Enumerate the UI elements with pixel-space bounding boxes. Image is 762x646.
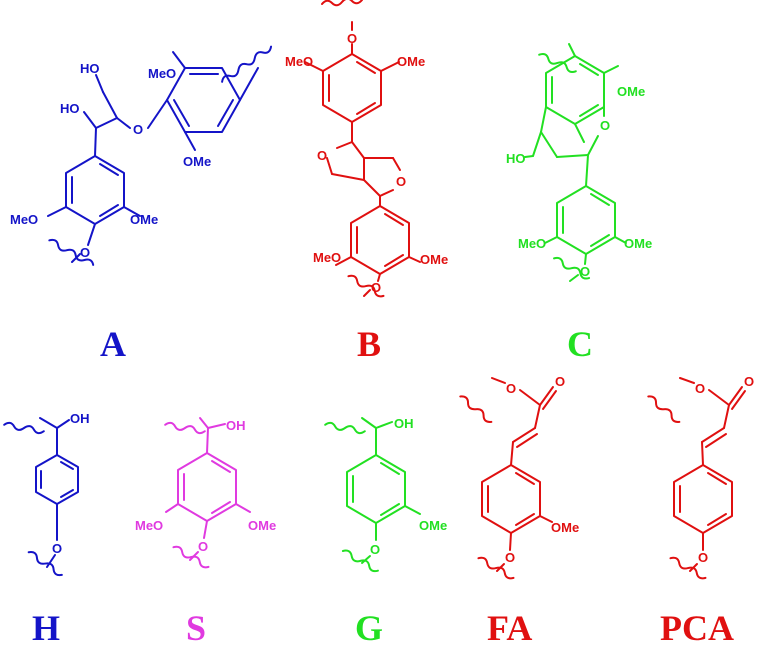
structure-pca xyxy=(647,377,746,580)
structure-b-ring-lower xyxy=(350,205,410,275)
structure-c xyxy=(524,43,627,282)
structure-fa-atoms: O O OMe O xyxy=(505,374,579,565)
atom-ome: OMe xyxy=(420,252,448,267)
structure-c-ring-lower xyxy=(556,185,616,255)
atom-o: O xyxy=(600,118,610,133)
atom-oh: OH xyxy=(394,416,414,431)
structure-fa xyxy=(459,377,557,580)
label-pca: PCA xyxy=(660,608,734,646)
atom-o: O xyxy=(198,539,208,554)
atom-ho: HO xyxy=(60,101,80,116)
atom-o: O xyxy=(133,122,143,137)
atom-o: O xyxy=(370,542,380,557)
label-a: A xyxy=(100,324,126,364)
atom-ome: OMe xyxy=(130,212,158,227)
label-g: G xyxy=(355,608,383,646)
atom-o: O xyxy=(555,374,565,389)
atom-meo: MeO xyxy=(135,518,163,533)
structure-b-ring-upper xyxy=(322,53,382,123)
structure-h-atoms: OH O xyxy=(52,411,90,556)
atom-oh: OH xyxy=(226,418,246,433)
structure-a-ring-lower xyxy=(65,155,125,225)
atom-ome: OMe xyxy=(419,518,447,533)
atom-meo: MeO xyxy=(148,66,176,81)
structure-g-ring xyxy=(346,454,406,524)
atom-ome: OMe xyxy=(248,518,276,533)
atom-o: O xyxy=(506,381,516,396)
structure-pca-ring xyxy=(673,464,733,534)
atom-o: O xyxy=(52,541,62,556)
atom-meo: MeO xyxy=(10,212,38,227)
atom-o: O xyxy=(371,280,381,295)
structure-b xyxy=(304,0,421,298)
atom-ho: HO xyxy=(506,151,526,166)
structure-c-atoms: OMe O HO MeO OMe O xyxy=(506,84,652,279)
structure-h-ring xyxy=(35,454,79,505)
atom-meo: MeO xyxy=(518,236,546,251)
structure-s xyxy=(164,417,251,569)
structure-a-ring-upper xyxy=(166,67,241,133)
atom-ome: OMe xyxy=(397,54,425,69)
atom-o: O xyxy=(580,264,590,279)
label-c: C xyxy=(567,324,593,364)
label-b: B xyxy=(357,324,381,364)
structure-g-atoms: OH OMe O xyxy=(370,416,447,557)
label-h: H xyxy=(32,608,60,646)
atom-ome: OMe xyxy=(624,236,652,251)
atom-o: O xyxy=(317,148,327,163)
atom-oh: OH xyxy=(70,411,90,426)
atom-o: O xyxy=(396,174,406,189)
atom-meo: MeO xyxy=(313,250,341,265)
atom-o: O xyxy=(744,374,754,389)
atom-ome: OMe xyxy=(183,154,211,169)
atom-o: O xyxy=(505,550,515,565)
structure-s-ring xyxy=(177,452,237,522)
label-fa: FA xyxy=(487,608,532,646)
atom-o: O xyxy=(80,245,90,260)
structure-a-atoms: HO HO O MeO OMe MeO OMe O xyxy=(10,61,211,260)
labels: A B C H S G FA PCA xyxy=(32,324,734,646)
atom-ho: HO xyxy=(80,61,100,76)
structure-s-atoms: OH MeO OMe O xyxy=(135,418,276,554)
atom-ome: OMe xyxy=(551,520,579,535)
structure-pca-atoms: O O O xyxy=(695,374,754,565)
structure-h xyxy=(3,417,79,577)
label-s: S xyxy=(186,608,206,646)
structure-g xyxy=(324,417,421,573)
atom-meo: MeO xyxy=(285,54,313,69)
structure-fa-ring xyxy=(481,464,541,534)
atom-o: O xyxy=(695,381,705,396)
structure-a xyxy=(47,45,273,266)
structure-b-atoms: O MeO OMe O O MeO OMe O xyxy=(285,31,448,295)
structure-c-ring-upper xyxy=(545,55,605,125)
atom-o: O xyxy=(347,31,357,46)
atom-o: O xyxy=(698,550,708,565)
atom-ome: OMe xyxy=(617,84,645,99)
